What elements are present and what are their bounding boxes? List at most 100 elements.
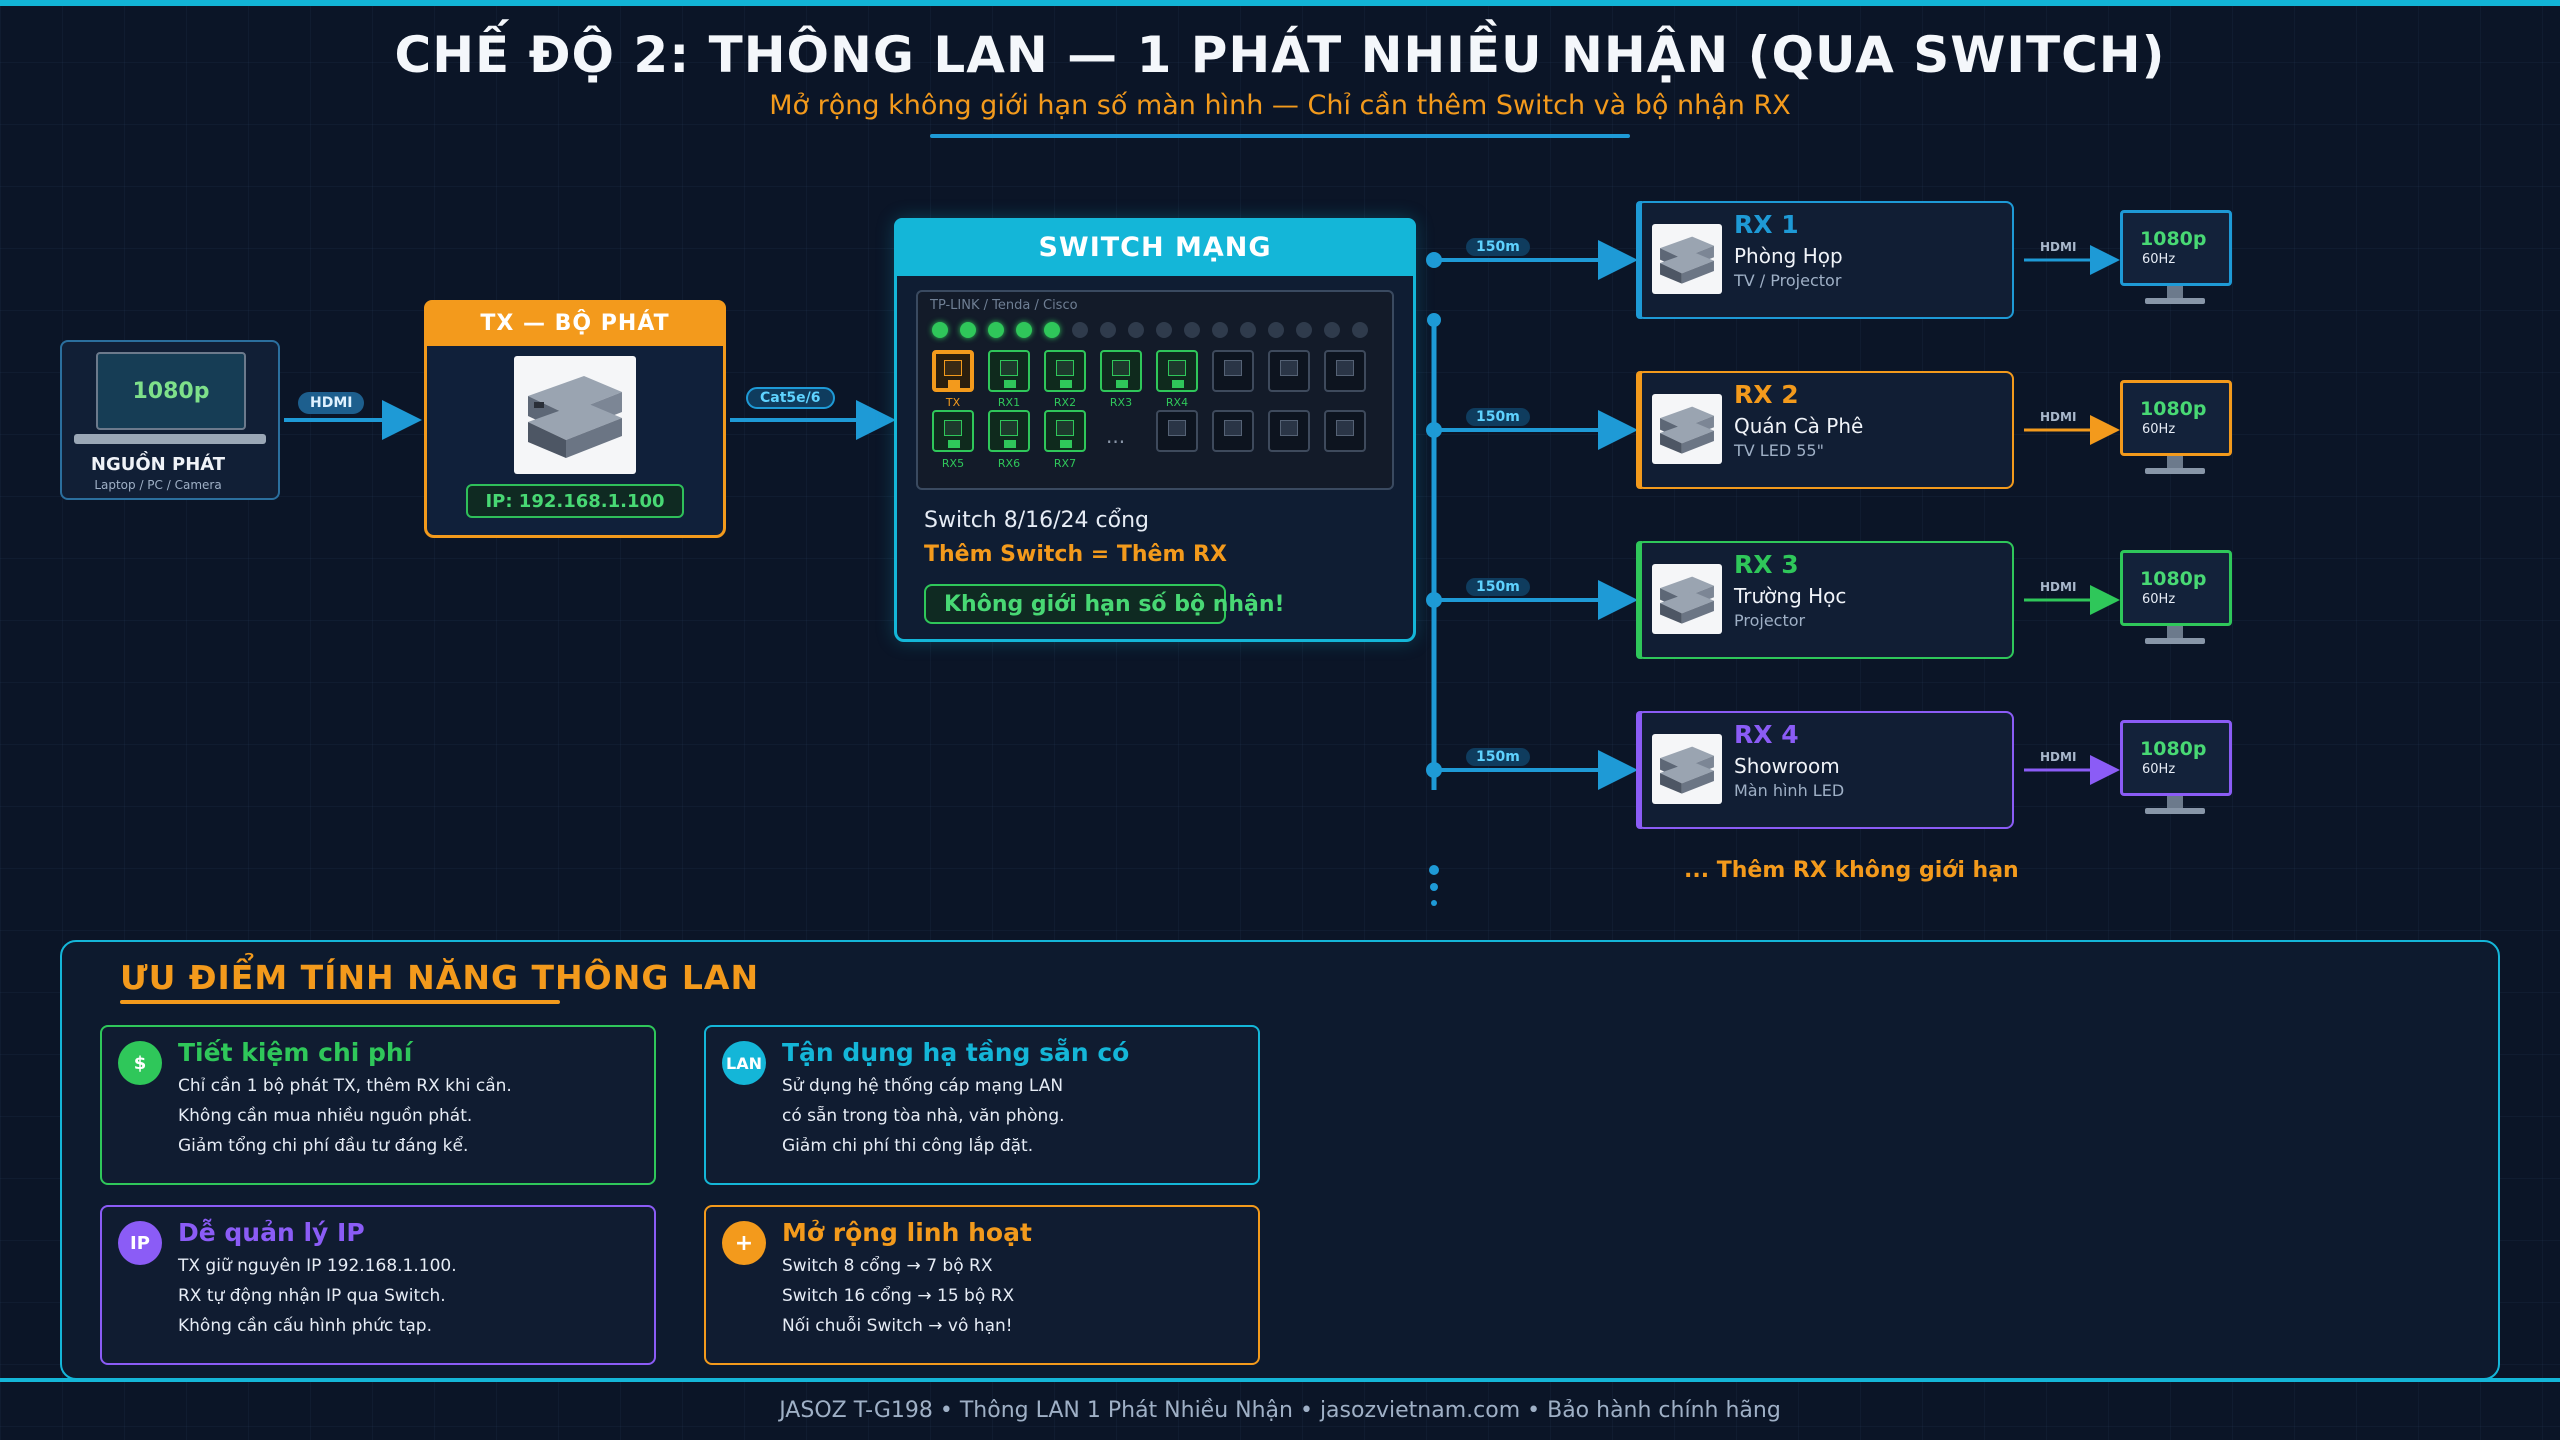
rx-location: Trường Học <box>1734 584 1847 608</box>
plus-icon: + <box>722 1221 766 1265</box>
advantage-line: Sử dụng hệ thống cáp mạng LAN <box>782 1076 1064 1096</box>
monitor-refresh: 60Hz <box>2142 762 2176 777</box>
switch-port-rx <box>1156 350 1198 392</box>
rx-distance-label: 150m <box>1466 748 1530 766</box>
rx-location: Quán Cà Phê <box>1734 414 1864 438</box>
rx-device-image <box>1652 564 1722 634</box>
port-label: RX6 <box>997 457 1021 470</box>
rx-hdmi-label: HDMI <box>2040 240 2077 254</box>
advantage-card <box>100 1025 656 1185</box>
dollar-icon: $ <box>118 1041 162 1085</box>
advantage-card <box>704 1025 1260 1185</box>
monitor-resolution: 1080p <box>2140 738 2207 760</box>
switch-port-rx <box>1044 350 1086 392</box>
monitor-stand <box>2167 796 2183 810</box>
switch-port-rx <box>1044 410 1086 452</box>
top-accent-line <box>0 0 2560 6</box>
status-led <box>1072 322 1088 338</box>
port-label: RX4 <box>1165 396 1189 409</box>
page-title: CHẾ ĐỘ 2: THÔNG LAN — 1 PHÁT NHIỀU NHẬN … <box>394 26 2166 84</box>
switch-port-empty <box>1268 350 1310 392</box>
port-label: RX7 <box>1053 457 1077 470</box>
continuation-dot <box>1430 883 1438 891</box>
switch-brand: TP-LINK / Tenda / Cisco <box>930 298 1078 313</box>
rx-accent-bar <box>1636 371 1642 489</box>
rx-hdmi-label: HDMI <box>2040 410 2077 424</box>
advantage-title: Dễ quản lý IP <box>178 1218 365 1247</box>
rx-device-image <box>1652 394 1722 464</box>
advantage-line: Switch 16 cổng → 15 bộ RX <box>782 1286 1015 1306</box>
switch-port-rx <box>932 410 974 452</box>
rx-device-image <box>1652 224 1722 294</box>
monitor-icon <box>2120 210 2232 286</box>
advantage-line: TX giữ nguyên IP 192.168.1.100. <box>178 1256 457 1276</box>
status-led <box>1184 322 1200 338</box>
page-subtitle: Mở rộng không giới hạn số màn hình — Chỉ… <box>769 90 1791 121</box>
port-label: RX5 <box>941 457 965 470</box>
status-led <box>1324 322 1340 338</box>
advantage-line: Giảm tổng chi phí đầu tư đáng kể. <box>178 1136 469 1156</box>
monitor-stand <box>2167 456 2183 470</box>
status-led <box>1352 322 1368 338</box>
monitor-icon <box>2120 720 2232 796</box>
source-title: NGUỒN PHÁT <box>90 454 226 475</box>
advantages-underline <box>120 1000 560 1004</box>
rx-distance-label: 150m <box>1466 578 1530 596</box>
monitor-resolution: 1080p <box>2140 398 2207 420</box>
rx-receiver-card <box>1636 201 2014 319</box>
port-label: RX2 <box>1053 396 1077 409</box>
switch-port-empty <box>1324 350 1366 392</box>
port-label: TX <box>945 396 961 409</box>
status-led <box>1268 322 1284 338</box>
monitor-base <box>2145 808 2205 814</box>
switch-port-ellipsis: ... <box>1106 424 1126 448</box>
monitor-refresh: 60Hz <box>2142 592 2176 607</box>
rx-device-type: TV / Projector <box>1734 271 1842 290</box>
switch-expand-note: Thêm Switch = Thêm RX <box>924 542 1227 567</box>
port-label: RX3 <box>1109 396 1133 409</box>
switch-port-empty <box>1212 350 1254 392</box>
monitor-refresh: 60Hz <box>2142 422 2176 437</box>
rx-accent-bar <box>1636 541 1642 659</box>
status-led <box>1296 322 1312 338</box>
status-led <box>988 322 1004 338</box>
switch-port-empty <box>1324 410 1366 452</box>
rx-location: Phòng Họp <box>1734 244 1843 268</box>
source-subtitle: Laptop / PC / Camera <box>94 478 222 492</box>
advantage-line: Không cần cấu hình phức tạp. <box>178 1316 432 1336</box>
switch-port-rx <box>988 350 1030 392</box>
rx-name: RX 1 <box>1734 210 1799 239</box>
rx-device-type: Projector <box>1734 611 1806 630</box>
status-led <box>1128 322 1144 338</box>
ip-icon: IP <box>118 1221 162 1265</box>
switch-unlimited-tag: Không giới hạn số bộ nhận! <box>924 584 1285 624</box>
tx-ip-address: IP: 192.168.1.100 <box>466 484 684 518</box>
title-underline <box>930 134 1630 138</box>
advantage-card <box>704 1205 1260 1365</box>
status-led <box>1156 322 1172 338</box>
status-led <box>1044 322 1060 338</box>
advantage-line: Nối chuỗi Switch → vô hạn! <box>782 1316 1013 1336</box>
advantage-line: Giảm chi phí thi công lắp đặt. <box>782 1136 1034 1156</box>
advantage-card <box>100 1205 656 1365</box>
advantage-line: Không cần mua nhiều nguồn phát. <box>178 1106 473 1126</box>
monitor-base <box>2145 638 2205 644</box>
rx-name: RX 2 <box>1734 380 1799 409</box>
rx-device-type: Màn hình LED <box>1734 781 1845 800</box>
status-led <box>960 322 976 338</box>
switch-port-empty <box>1212 410 1254 452</box>
port-label: RX1 <box>997 396 1021 409</box>
rx-name: RX 4 <box>1734 720 1799 749</box>
laptop-base <box>74 434 266 444</box>
rx-distance-label: 150m <box>1466 238 1530 256</box>
rx-distance-label: 150m <box>1466 408 1530 426</box>
advantage-line: RX tự động nhận IP qua Switch. <box>178 1286 446 1306</box>
switch-port-empty <box>1156 410 1198 452</box>
switch-port-tx <box>932 350 974 392</box>
switch-title: SWITCH MẠNG <box>894 218 1416 276</box>
status-led <box>1212 322 1228 338</box>
advantage-title: Tận dụng hạ tầng sẵn có <box>782 1038 1130 1067</box>
monitor-refresh: 60Hz <box>2142 252 2176 267</box>
advantage-title: Tiết kiệm chi phí <box>178 1038 413 1067</box>
laptop-screen: 1080p <box>96 352 246 430</box>
